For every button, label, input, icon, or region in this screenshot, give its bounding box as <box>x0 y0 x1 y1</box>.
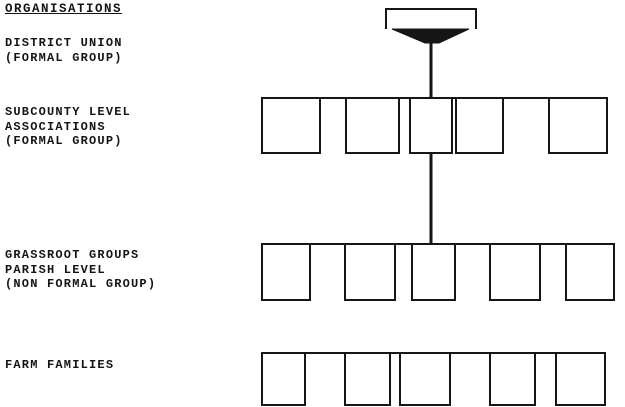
label-line: PARISH LEVEL <box>5 262 106 277</box>
label-line: FARM FAMILIES <box>5 358 115 372</box>
org-box <box>489 352 536 406</box>
org-box <box>548 97 608 154</box>
org-box <box>261 97 321 154</box>
label-line: ASSOCIATIONS <box>5 119 106 134</box>
org-box <box>565 243 615 301</box>
label-line: (NON FORMAL GROUP) <box>5 277 157 291</box>
org-box <box>455 97 504 154</box>
level-subcounty-associations <box>261 97 608 154</box>
org-box <box>261 243 311 301</box>
level-farm-families <box>261 352 606 406</box>
org-box <box>399 352 451 406</box>
org-box <box>345 97 400 154</box>
org-box <box>344 352 391 406</box>
org-box <box>555 352 606 406</box>
label-farm-families: FARM FAMILIES <box>5 358 114 373</box>
label-subcounty-associations: SUBCOUNTY LEVEL ASSOCIATIONS (FORMAL GRO… <box>5 105 131 149</box>
level-district-union <box>385 8 477 44</box>
label-line: GRASSROOT GROUPS <box>5 248 140 262</box>
label-line: SUBCOUNTY LEVEL <box>5 105 132 119</box>
label-district-union: DISTRICT UNION (FORMAL GROUP) <box>5 36 123 65</box>
org-box-funnel <box>391 28 470 44</box>
org-box <box>409 97 453 154</box>
label-line: (FORMAL GROUP) <box>5 134 123 148</box>
org-box <box>344 243 396 301</box>
org-box <box>411 243 456 301</box>
label-line: (FORMAL GROUP) <box>5 50 123 65</box>
org-box <box>261 352 306 406</box>
page-title: ORGANISATIONS <box>5 2 123 16</box>
label-grassroot-groups: GRASSROOT GROUPS PARISH LEVEL (NON FORMA… <box>5 248 156 292</box>
label-line: DISTRICT UNION <box>5 36 123 50</box>
level-grassroot-groups <box>261 243 615 301</box>
org-box <box>489 243 541 301</box>
org-box <box>385 8 477 29</box>
